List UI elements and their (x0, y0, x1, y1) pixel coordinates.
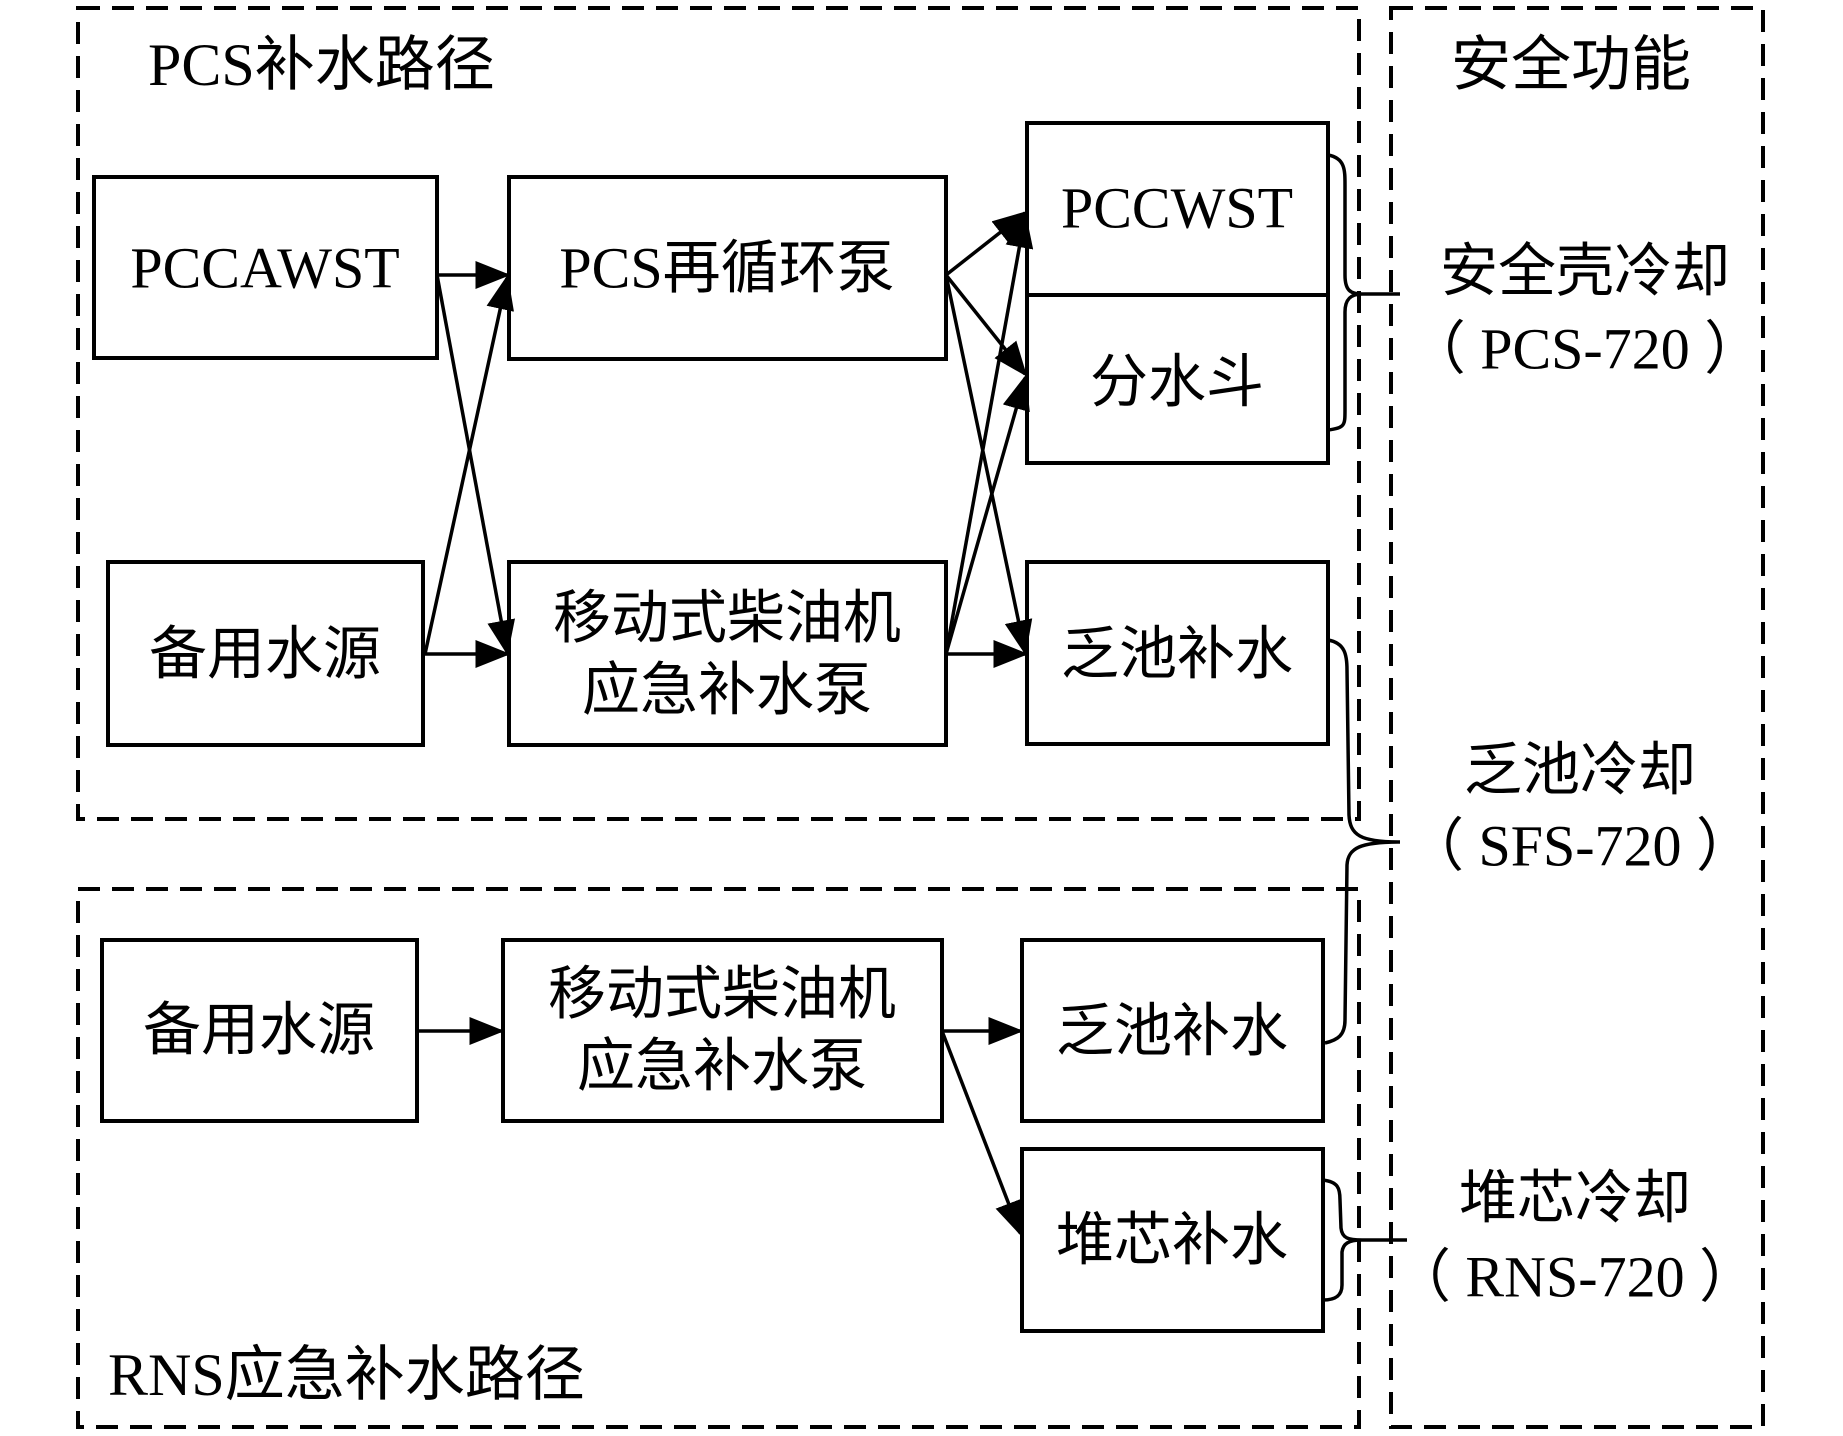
edge-pcs-pump-to-bucket (944, 273, 1028, 377)
node-label: 乏池补水 (1056, 999, 1288, 1064)
edge-pcs-pump-to-spent-pool (944, 274, 1033, 656)
node-backup-water-lower: 备用水源 (100, 938, 419, 1123)
edge-diesel-lower-to-core (940, 1030, 1022, 1237)
safety-function-title: 安全功能 (1451, 32, 1691, 98)
function-name: 堆芯冷却 (1459, 1166, 1691, 1231)
edge-pcs-pump-to-pccwst (944, 210, 1028, 277)
safety-function-core-cooling: 堆芯冷却 （ RNS-720 ） (1393, 1166, 1757, 1310)
node-diesel-pump-lower: 移动式柴油机 应急补水泵 (501, 938, 944, 1123)
function-code: （ SFS-720 ） (1406, 814, 1754, 879)
pcs-path-region (76, 6, 1361, 821)
node-label-line2: 应急补水泵 (582, 658, 872, 723)
node-spent-pool-makeup-upper: 乏池补水 (1025, 560, 1330, 746)
node-label-line1: 移动式柴油机 (548, 962, 896, 1027)
node-label: 分水斗 (1090, 350, 1264, 415)
function-code: （ RNS-720 ） (1393, 1245, 1757, 1310)
node-spent-pool-makeup-lower: 乏池补水 (1020, 938, 1325, 1123)
node-core-makeup: 堆芯补水 (1020, 1147, 1325, 1333)
node-diesel-pump-upper: 移动式柴油机 应急补水泵 (507, 560, 948, 747)
safety-function-containment-cooling: 安全壳冷却 （ PCS-720 ） (1408, 239, 1763, 382)
node-label: 备用水源 (149, 622, 381, 687)
brace-spent-pool-cooling (1324, 638, 1401, 1045)
node-pcs-recirc-pump: PCS再循环泵 (507, 175, 948, 361)
node-label-line2: 应急补水泵 (577, 1034, 867, 1099)
function-name: 安全壳冷却 (1440, 239, 1730, 304)
edge-diesel-pump-to-bucket (944, 374, 1030, 655)
brace-core-cooling (1322, 1178, 1407, 1302)
node-label: PCCAWST (130, 236, 399, 301)
node-label-line1: 移动式柴油机 (553, 586, 901, 651)
node-backup-water-upper: 备用水源 (106, 560, 425, 747)
rns-path-title: RNS应急补水路径 (108, 1342, 585, 1408)
pcs-path-title: PCS补水路径 (148, 32, 495, 98)
edge-backup-to-pcs-pump (423, 274, 514, 655)
safety-function-spent-pool-cooling: 乏池冷却 （ SFS-720 ） (1406, 738, 1754, 879)
rns-path-region (76, 887, 1361, 1429)
node-label: PCS再循环泵 (559, 236, 894, 301)
safety-function-region (1389, 6, 1765, 1429)
edge-diesel-pump-to-pccwst (944, 212, 1034, 655)
node-pccawst: PCCAWST (92, 175, 439, 360)
node-label: PCCWST (1061, 176, 1293, 241)
node-label: 乏池补水 (1061, 622, 1293, 687)
edge-pccawst-to-diesel-pump (435, 274, 516, 656)
node-pccwst: PCCWST (1025, 121, 1330, 297)
node-label: 备用水源 (143, 998, 375, 1063)
function-name: 乏池冷却 (1464, 738, 1696, 803)
brace-containment-cooling (1327, 153, 1400, 432)
node-label: 堆芯补水 (1056, 1208, 1288, 1273)
node-water-distribution-bucket: 分水斗 (1025, 293, 1330, 465)
function-code: （ PCS-720 ） (1408, 317, 1763, 382)
